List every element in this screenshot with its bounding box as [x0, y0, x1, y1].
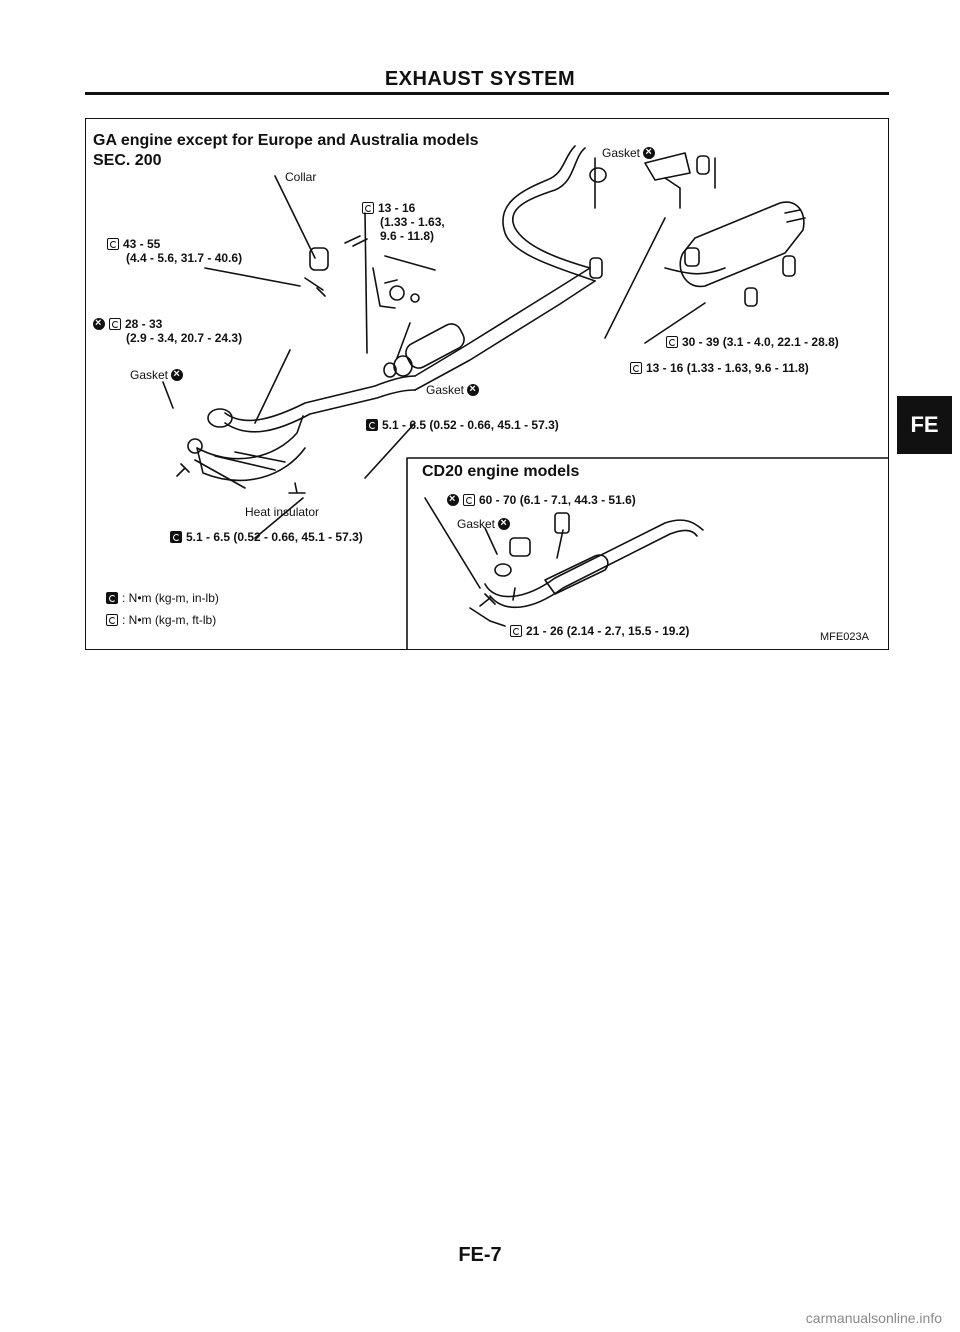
label-torque-43-55-b: (4.4 - 5.6, 31.7 - 40.6) [126, 251, 243, 265]
label-torque-43-55: 43 - 55 [107, 237, 160, 251]
label-torque-28-33: 28 - 33 [93, 316, 163, 331]
cd20-section-heading: CD20 engine models [422, 463, 580, 480]
label-torque-5-1-center: 5.1 - 6.5 (0.52 - 0.66, 45.1 - 57.3) [366, 418, 559, 432]
ga-section-heading: GA engine except for Europe and Australi… [93, 132, 479, 149]
title-rule [85, 92, 889, 95]
torque-ft-lb-icon [510, 625, 522, 637]
legend-ft-lb: : N•m (kg-m, ft-lb) [106, 613, 216, 627]
label-torque-13-16-top: 13 - 16 [362, 201, 415, 215]
torque-ft-lb-icon [463, 494, 475, 506]
section-tab-fe[interactable]: FE [897, 396, 952, 454]
label-torque-60-70: 60 - 70 (6.1 - 7.1, 44.3 - 51.6) [447, 492, 636, 507]
tail-tube-loop [512, 147, 591, 269]
diagram-frame [85, 118, 889, 650]
label-torque-43-55-a: 43 - 55 [123, 237, 161, 251]
label-gasket-center-text: Gasket [426, 383, 465, 397]
torque-in-lb-icon [106, 592, 118, 604]
label-gasket-left: Gasket [130, 367, 187, 382]
label-gasket-top: Gasket [602, 145, 659, 160]
cd20-inset-border [406, 457, 889, 650]
label-torque-13-16-a: 13 - 16 [378, 201, 416, 215]
torque-ft-lb-icon [666, 336, 678, 348]
label-torque-13-16-right-text: 13 - 16 (1.33 - 1.63, 9.6 - 11.8) [646, 361, 809, 375]
label-torque-13-16-c: 9.6 - 11.8) [380, 229, 435, 243]
label-gasket-top-text: Gasket [602, 146, 641, 160]
manifold-flange [207, 408, 233, 428]
torque-ft-lb-icon [362, 202, 374, 214]
label-torque-5-1-bottom-text: 5.1 - 6.5 (0.52 - 0.66, 45.1 - 57.3) [186, 530, 363, 544]
label-gasket-center: Gasket [426, 382, 483, 397]
front-tube [224, 375, 416, 422]
page-number: FE-7 [458, 1244, 502, 1266]
label-gasket-left-text: Gasket [130, 368, 169, 382]
replace-part-icon [447, 492, 459, 506]
label-torque-21-26-text: 21 - 26 (2.14 - 2.7, 15.5 - 19.2) [526, 624, 690, 638]
label-torque-13-16-b: (1.33 - 1.63, [380, 215, 445, 229]
label-torque-28-33-a: 28 - 33 [125, 317, 163, 331]
label-torque-21-26: 21 - 26 (2.14 - 2.7, 15.5 - 19.2) [510, 624, 689, 638]
page-title: EXHAUST SYSTEM [384, 68, 576, 90]
torque-in-lb-icon [170, 531, 182, 543]
replace-part-icon [467, 382, 480, 396]
cd20-tube [484, 519, 704, 598]
legend-in-lb: : N•m (kg-m, in-lb) [106, 591, 219, 605]
ga-section-sec-number: SEC. 200 [93, 152, 162, 169]
label-torque-13-16-right: 13 - 16 (1.33 - 1.63, 9.6 - 11.8) [630, 361, 809, 375]
figure-code: MFE023A [820, 631, 869, 643]
legend-ft-lb-text: : N•m (kg-m, ft-lb) [122, 613, 217, 627]
replace-part-icon [93, 316, 105, 330]
center-tube [414, 267, 591, 377]
replace-part-icon [643, 145, 656, 159]
main-muffler [679, 201, 805, 288]
label-torque-5-1-bottom: 5.1 - 6.5 (0.52 - 0.66, 45.1 - 57.3) [170, 530, 363, 544]
label-cd20-gasket: Gasket [457, 516, 514, 531]
torque-ft-lb-icon [630, 362, 642, 374]
label-cd20-gasket-text: Gasket [457, 517, 496, 531]
torque-in-lb-icon [366, 419, 378, 431]
label-torque-60-70-text: 60 - 70 (6.1 - 7.1, 44.3 - 51.6) [479, 493, 636, 507]
replace-part-icon [171, 367, 184, 381]
label-torque-30-39: 30 - 39 (3.1 - 4.0, 22.1 - 28.8) [666, 335, 839, 349]
label-heat-insulator: Heat insulator [245, 505, 320, 519]
label-collar: Collar [285, 170, 317, 184]
label-torque-28-33-b: (2.9 - 3.4, 20.7 - 24.3) [126, 331, 243, 345]
torque-ft-lb-icon [109, 318, 121, 330]
label-torque-5-1-center-text: 5.1 - 6.5 (0.52 - 0.66, 45.1 - 57.3) [382, 418, 559, 432]
catalyst [405, 323, 465, 369]
watermark: carmanualsonline.info [805, 1310, 942, 1326]
exhaust-diagram-art [162, 145, 889, 650]
label-torque-30-39-text: 30 - 39 (3.1 - 4.0, 22.1 - 28.8) [682, 335, 839, 349]
torque-ft-lb-icon [106, 614, 118, 626]
cd20-muffler [544, 554, 609, 595]
torque-ft-lb-icon [107, 238, 119, 250]
legend-in-lb-text: : N•m (kg-m, in-lb) [122, 591, 219, 605]
replace-part-icon [498, 516, 511, 530]
